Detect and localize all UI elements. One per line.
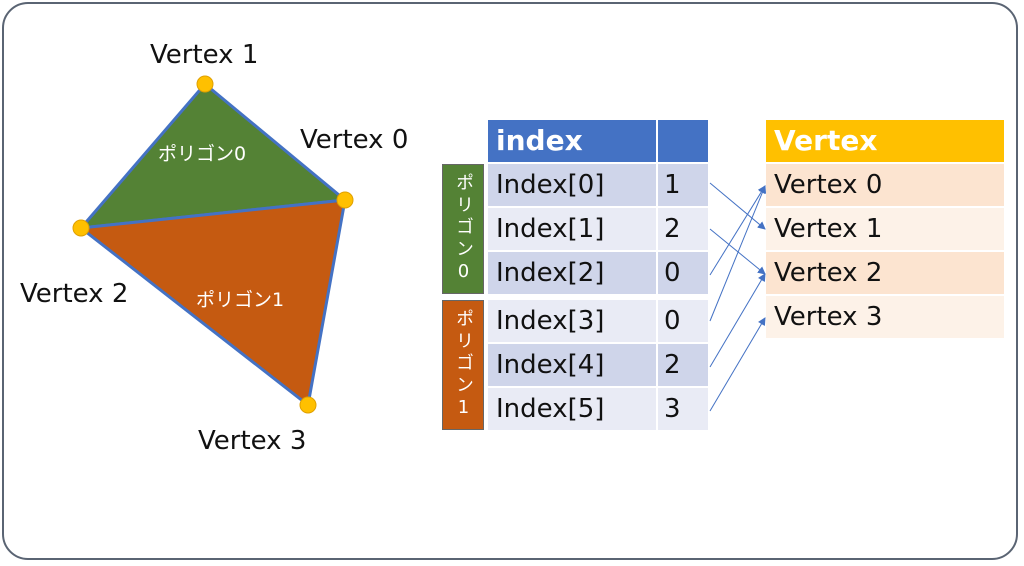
map-arrow-2: [709, 185, 766, 276]
vertex-row-1: Vertex 1: [766, 208, 1004, 250]
index-name: Index[0]: [488, 164, 656, 206]
vertex-row-0: Vertex 0: [766, 164, 1004, 206]
map-arrow-5: [709, 317, 766, 412]
index-row-2: Index[2] 0: [488, 252, 708, 294]
polygon-0-group-label: ポリゴン0: [442, 164, 484, 294]
map-arrow-4: [709, 273, 766, 368]
index-table-header-value-cell: [658, 120, 708, 162]
polygon-1-label: ポリゴン1: [196, 289, 285, 311]
vertex-1-dot: [196, 75, 214, 93]
index-value: 2: [658, 344, 708, 386]
map-arrow-3: [709, 185, 767, 322]
index-name: Index[1]: [488, 208, 656, 250]
index-row-1: Index[1] 2: [488, 208, 708, 250]
vertex-table-header: Vertex: [766, 120, 1004, 162]
vertex-1-label: Vertex 1: [150, 40, 259, 70]
vertex-2-dot: [72, 219, 90, 237]
vertex-3-label: Vertex 3: [198, 426, 307, 456]
index-value: 3: [658, 388, 708, 430]
index-table-header: index: [488, 120, 656, 162]
map-arrow-1: [709, 228, 766, 275]
index-row-3: Index[3] 0: [488, 300, 708, 342]
index-value: 2: [658, 208, 708, 250]
index-name: Index[5]: [488, 388, 656, 430]
vertex-3-dot: [299, 396, 317, 414]
index-value: 0: [658, 300, 708, 342]
polygon-1-shape: [77, 198, 347, 408]
vertex-0-label: Vertex 0: [300, 125, 409, 155]
index-value: 0: [658, 252, 708, 294]
vertex-row-3: Vertex 3: [766, 296, 1004, 338]
polygon-1-group-label: ポリゴン1: [442, 300, 484, 430]
vertex-0-dot: [336, 191, 354, 209]
index-value: 1: [658, 164, 708, 206]
polygon-0-label: ポリゴン0: [158, 143, 247, 165]
vertex-row-2: Vertex 2: [766, 252, 1004, 294]
index-name: Index[3]: [488, 300, 656, 342]
map-arrow-0: [709, 182, 766, 230]
index-row-5: Index[5] 3: [488, 388, 708, 430]
index-row-4: Index[4] 2: [488, 344, 708, 386]
vertex-2-label: Vertex 2: [20, 279, 129, 309]
index-name: Index[4]: [488, 344, 656, 386]
index-name: Index[2]: [488, 252, 656, 294]
index-row-0: Index[0] 1: [488, 164, 708, 206]
